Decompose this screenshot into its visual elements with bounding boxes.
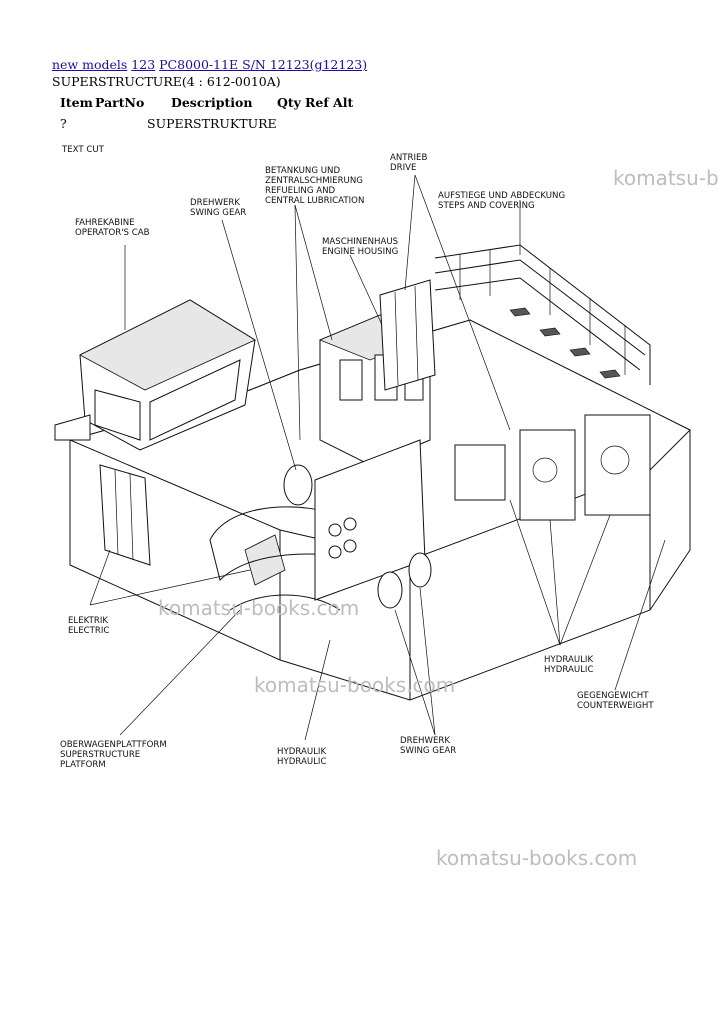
gauge-circle [328,545,342,559]
leader-line-drive [414,174,511,431]
label-steps-en: STEPS AND COVERING [438,201,535,211]
swing-gear-unit [377,571,403,609]
leader-line-hydraulic-right [559,514,611,646]
page-title: SUPERSTRUCTURE(4 : 612-0010A) [52,74,281,89]
label-refueling-de: BETANKUNG UND [265,166,340,176]
watermark: komatsu-b [613,166,719,190]
label-counterweight-en: COUNTERWEIGHT [577,701,654,711]
label-hydraulic-right-de: HYDRAULIK [544,655,593,665]
label-platform-en: SUPERSTRUCTURE [60,750,140,760]
leader-line-platform [119,609,241,736]
label-cab-de: FAHREKABINE [75,218,135,228]
cabinet-line [129,473,134,561]
label-counterweight-de: GEGENGEWICHT [577,691,649,701]
handrail-line [434,259,646,356]
leader-line-counterweight [614,539,666,691]
exploded-view-drawing: TEXT CUT BETANKUNG UND ZENTRALSCHMIERUNG… [54,145,691,770]
label-electric-de: ELEKTRIK [68,616,108,626]
operator-cab-roof [79,299,256,391]
handrail-line [434,277,641,371]
leader-line-electric [89,549,111,606]
label-refueling-de: ZENTRALSCHMIERUNG [265,176,363,186]
label-drive-en: DRIVE [390,163,416,173]
deck-vent [569,347,591,357]
table-cell-item: ? [60,116,67,131]
label-cab-en: OPERATOR'S CAB [75,228,150,238]
leader-line-refuel [294,204,333,341]
watermark: komatsu-books.com [254,673,456,697]
label-top-cut: TEXT CUT [61,145,105,155]
label-swing-bottom-de: DREHWERK [400,736,450,746]
platform-tube [229,594,341,611]
label-platform-de: OBERWAGENPLATTFORM [60,740,167,750]
breadcrumb-link-model[interactable]: PC8000-11E S/N 12123(g12123) [159,57,368,72]
leader-line-refuel [294,204,301,441]
leader-line-swing-bottom [419,587,436,736]
column-header-qty: Qty [277,95,301,110]
label-swing-top-de: DREHWERK [190,198,240,208]
deck-vent [599,369,621,379]
hydraulic-tank [244,534,286,586]
leader-line-swing-top [221,219,297,471]
gauge-circle [343,539,357,553]
leader-line-hydraulic-right [509,499,561,646]
cab-window [149,359,241,441]
pump-circle [600,445,630,475]
column-header-alt: Alt [333,95,354,110]
watermark: komatsu-books.com [158,596,360,620]
label-hydraulic-bottom-en: HYDRAULIC [277,757,326,767]
handrail-line [434,244,651,385]
table-cell-description: SUPERSTRUKTURE [147,116,277,131]
drive-housing-shape [379,279,436,391]
deck-vent [509,307,531,317]
breadcrumb-link-new-models[interactable]: new models [52,57,128,72]
cabinet-line [114,469,119,556]
hydraulic-block [519,429,576,521]
leader-line-engine [349,254,383,326]
column-header-item: Item [60,95,93,110]
drive-detail-line [394,291,399,386]
electric-cabinet-shape [99,464,151,566]
label-electric-en: ELECTRIC [68,626,109,636]
watermark: komatsu-books.com [436,846,638,870]
cab-window [94,389,141,441]
label-hydraulic-bottom-de: HYDRAULIK [277,747,326,757]
breadcrumb: new models 123 PC8000-11E S/N 12123(g121… [52,57,367,72]
drive-detail-line [414,285,419,381]
leader-line-electric [89,569,251,606]
column-header-partno: PartNo [95,95,145,110]
gauge-circle [343,517,357,531]
swing-gear-unit [408,552,432,588]
hydraulic-block [454,444,506,501]
column-header-description: Description [171,95,253,110]
deck-vent [539,327,561,337]
gauge-circle [328,523,342,537]
label-platform-en: PLATFORM [60,760,106,770]
label-refueling-en: REFUELING AND [265,186,336,196]
label-steps-de: AUFSTIEGE UND ABDECKUNG [438,191,565,201]
swing-gear-motor [283,464,313,506]
label-refueling-en: CENTRAL LUBRICATION [265,196,364,206]
leader-line-swing-bottom [394,609,436,736]
superstructure-diagram: TEXT CUT BETANKUNG UND ZENTRALSCHMIERUNG… [50,140,724,770]
pump-circle [532,457,558,483]
breadcrumb-link-123[interactable]: 123 [131,57,156,72]
label-hydraulic-right-en: HYDRAULIC [544,665,593,675]
leader-line-drive [404,174,416,291]
pump-unit [339,359,363,401]
cab-walkway [54,414,91,441]
label-engine-de: MASCHINENHAUS [322,237,398,247]
label-swing-bottom-en: SWING GEAR [400,746,456,756]
leader-line-hydraulic-bottom [304,639,331,741]
label-swing-top-en: SWING GEAR [190,208,246,218]
column-header-ref: Ref [305,95,329,110]
label-engine-en: ENGINE HOUSING [322,247,398,257]
leader-line-hydraulic-right [549,519,561,646]
hydraulic-block [584,414,651,516]
label-drive-de: ANTRIEB [390,153,427,163]
